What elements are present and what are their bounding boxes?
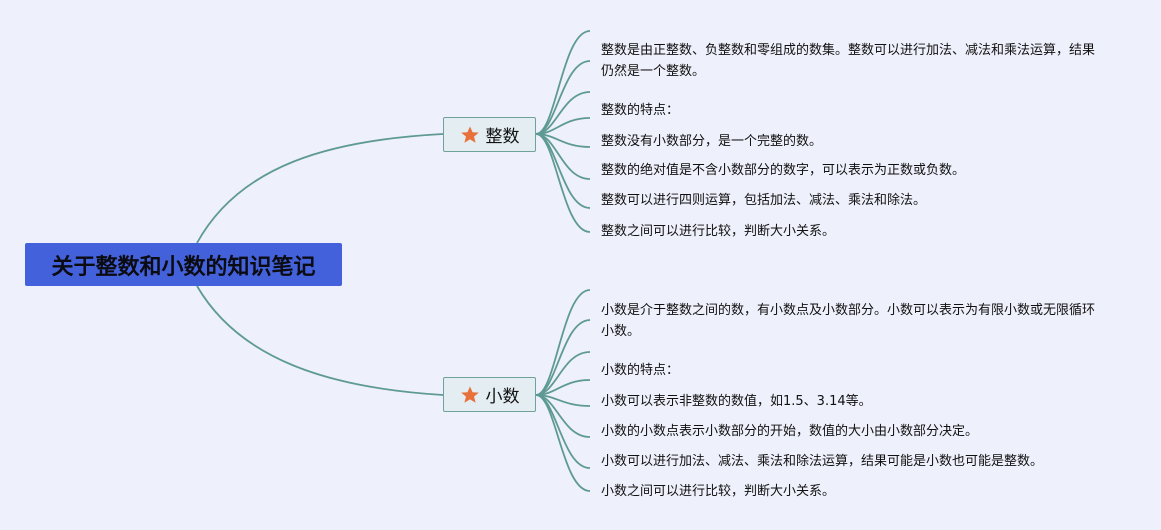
leaf-integer-feature-2[interactable]: 整数的绝对值是不含小数部分的数字，可以表示为正数或负数。 [601,163,966,178]
leaf-decimal-feature-4[interactable]: 小数之间可以进行比较，判断大小关系。 [601,484,836,499]
leaf-decimal-feature-3[interactable]: 小数可以进行加法、减法、乘法和除法运算，结果可能是小数也可能是整数。 [601,454,1044,469]
branch-label: 整数 [485,127,520,147]
leaf-integer-feature-3[interactable]: 整数可以进行四则运算，包括加法、减法、乘法和除法。 [601,193,927,208]
connector-root-to-decimal [196,285,444,396]
connector-integer-leaf-7 [535,133,591,233]
root-topic[interactable]: 关于整数和小数的知识笔记 [25,243,342,286]
leaf-integer-features-heading[interactable]: 整数的特点： [601,103,680,118]
star-icon [460,386,479,403]
connector-integer-leaf-1 [535,60,591,135]
connector-decimal-leaf-1 [535,319,591,396]
branch-topic-integer[interactable]: 整数 [443,117,536,152]
connector-root-to-integer [196,133,444,244]
branch-topic-decimal[interactable]: 小数 [443,377,536,412]
leaf-integer-feature-4[interactable]: 整数之间可以进行比较，判断大小关系。 [601,224,836,239]
leaf-integer-feature-1[interactable]: 整数没有小数部分，是一个完整的数。 [601,134,823,149]
branch-label: 小数 [485,387,520,407]
connector-decimal-leaf-0 [535,289,591,396]
leaf-decimal-features-heading[interactable]: 小数的特点： [601,363,680,378]
connector-integer-leaf-0 [535,30,591,135]
connector-integer-leaf-6 [535,133,591,209]
connector-decimal-leaf-7 [535,394,591,492]
leaf-decimal-feature-1[interactable]: 小数可以表示非整数的数值，如1.5、3.14等。 [601,394,872,409]
leaf-decimal-definition[interactable]: 小数是介于整数之间的数，有小数点及小数部分。小数可以表示为有限小数或无限循环小数… [601,303,1096,339]
star-icon [460,126,479,143]
leaf-decimal-feature-2[interactable]: 小数的小数点表示小数部分的开始，数值的大小由小数部分决定。 [601,424,979,439]
leaf-integer-definition[interactable]: 整数是由正整数、负整数和零组成的数集。整数可以进行加法、减法和乘法运算，结果仍然… [601,43,1096,79]
